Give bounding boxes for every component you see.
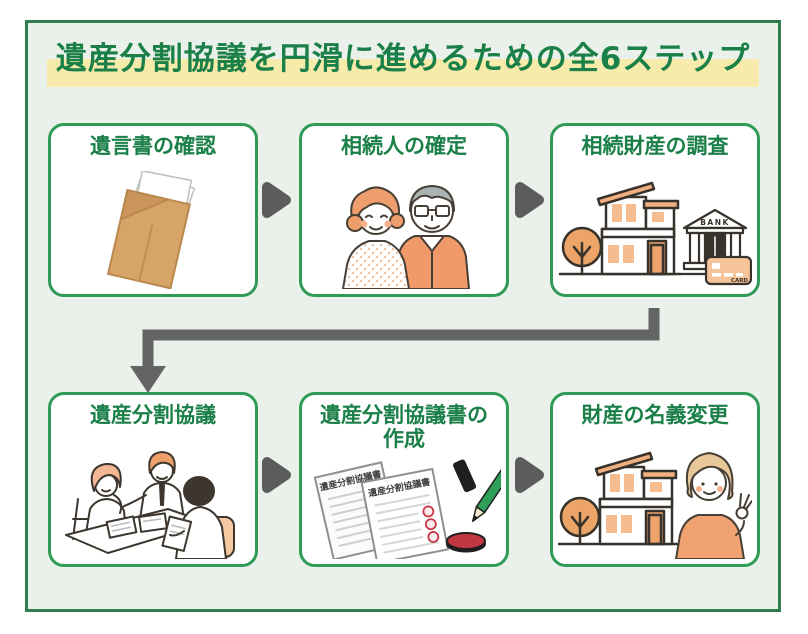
step-card-agreement-doc: 遺産分割協議書の作成 遺産分割協議書 遺産分割協議書 — [299, 392, 515, 567]
step-card-asset-survey: 相続財産の調査 BANK CARD — [550, 123, 760, 297]
arrow-right-icon — [511, 453, 547, 497]
step-label: 相続財産の調査 — [581, 134, 729, 158]
documents-stamp-pencil-illustration: 遺産分割協議書 遺産分割協議書 — [307, 459, 515, 565]
house-bank-card-illustration: BANK CARD — [558, 171, 753, 289]
bank-sign-label: BANK — [700, 218, 730, 227]
arrow-right-icon — [258, 453, 294, 497]
step-card-name-change: 財産の名義変更 — [550, 392, 760, 567]
page-title: 遺産分割協議を円滑に進めるための全6ステップ — [46, 40, 760, 87]
envelope-illustration — [56, 169, 250, 290]
step-label: 遺言書の確認 — [90, 134, 216, 158]
family-meeting-illustration — [56, 439, 250, 560]
arrow-right-icon — [258, 178, 294, 222]
credit-card-label: CARD — [731, 278, 749, 284]
step-label: 遺産分割協議書の作成 — [320, 403, 488, 452]
arrow-right-icon — [511, 178, 547, 222]
step-label: 財産の名義変更 — [581, 403, 729, 427]
flow-connector-arrow-icon — [120, 300, 680, 395]
step-card-will-check: 遺言書の確認 — [48, 123, 258, 297]
page-title-wrap: 遺産分割協議を円滑に進めるための全6ステップ — [25, 40, 781, 87]
step-label: 相続人の確定 — [341, 134, 467, 158]
step-card-heirs: 相続人の確定 — [299, 123, 509, 297]
step-card-division-meeting: 遺産分割協議 — [48, 392, 258, 567]
step-label: 遺産分割協議 — [90, 403, 216, 427]
house-person-ok-illustration — [556, 439, 753, 560]
elderly-couple-illustration — [307, 171, 501, 290]
